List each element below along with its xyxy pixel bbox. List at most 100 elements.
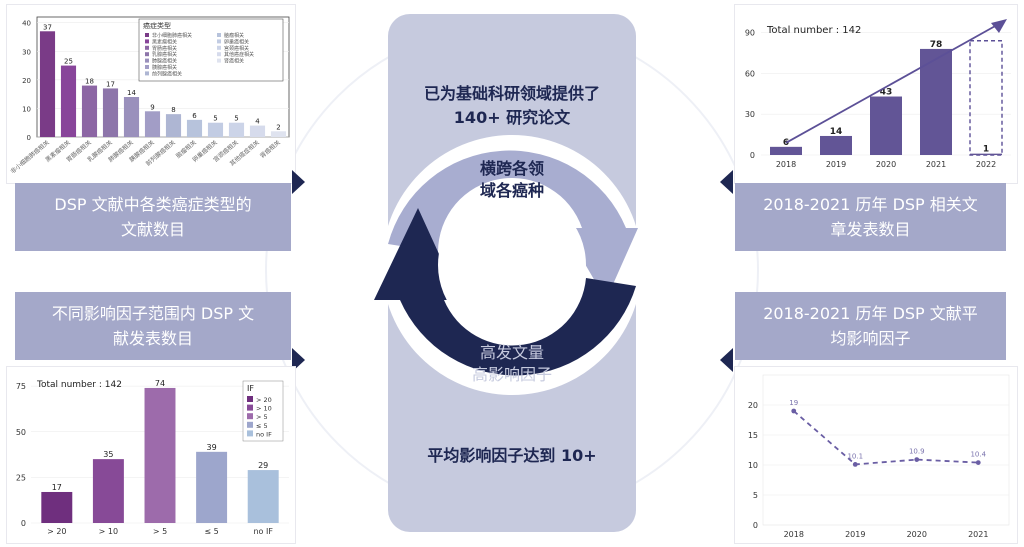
caption-bottom-left: 不同影响因子范围内 DSP 文 献发表数目 (15, 292, 291, 360)
cycle-arrow-upper (388, 150, 638, 300)
series-line (793, 410, 979, 466)
x-tick-label: 2018 (776, 160, 796, 169)
legend-label: 非小细胞肺癌相关 (152, 32, 192, 39)
legend-swatch (145, 45, 149, 50)
x-tick-label: 2019 (845, 530, 865, 539)
bar-value-label: 78 (930, 40, 943, 50)
bar-value-label: 9 (150, 103, 154, 111)
center-bottom-text: 平均影响因子达到 10+ (427, 446, 597, 465)
bar-value-label: 5 (213, 115, 217, 123)
bar-value-label: 4 (255, 118, 260, 126)
x-tick-label: no IF (253, 527, 273, 536)
y-tick-label: 5 (753, 491, 758, 500)
x-tick-label: 2022 (976, 160, 996, 169)
bar-value-label: 8 (171, 106, 175, 114)
bar-value-label: 39 (207, 443, 217, 452)
bar (92, 459, 124, 523)
data-point (791, 408, 797, 414)
bar (249, 125, 266, 137)
legend-label: > 20 (256, 396, 272, 404)
bar-value-label: 6 (192, 112, 197, 120)
data-label: 10.4 (970, 451, 986, 459)
legend-label: ≤ 5 (256, 422, 268, 430)
bar (39, 31, 56, 138)
y-tick-label: 25 (16, 473, 26, 482)
legend-label: > 10 (256, 405, 272, 413)
bar (247, 470, 279, 523)
data-label: 10.9 (909, 448, 925, 456)
legend-swatch (247, 430, 253, 437)
legend-swatch (145, 58, 149, 63)
cycle-arrow-lower (374, 208, 636, 376)
bar (60, 65, 77, 137)
legend-label: 肺腺癌相关 (152, 58, 177, 65)
trend-arrow-line (785, 24, 998, 144)
y-tick-label: 10 (748, 461, 758, 470)
legend-swatch (145, 71, 149, 76)
legend-title: 癌症类型 (143, 21, 171, 30)
y-tick-label: 30 (22, 48, 31, 56)
y-tick-label: 40 (22, 20, 31, 28)
bar (228, 122, 245, 137)
legend-swatch (145, 33, 149, 37)
y-tick-label: 60 (745, 69, 755, 78)
plot-frame (762, 374, 1010, 526)
x-tick-label: 2021 (926, 160, 946, 169)
legend-swatch (217, 39, 221, 44)
legend-label: 前列腺癌相关 (152, 70, 182, 77)
caption-pointer-top-left (292, 170, 305, 194)
legend-label: 卵巢癌相关 (224, 38, 249, 45)
bar-value-label: 43 (880, 88, 893, 98)
legend-label: 乳腺癌相关 (152, 51, 177, 58)
x-tick-label: 2020 (876, 160, 896, 169)
bar (123, 97, 140, 137)
legend-label: 黑素瘤相关 (152, 38, 177, 45)
y-tick-label: 0 (21, 519, 26, 528)
bar (770, 146, 802, 155)
legend-swatch (145, 39, 149, 44)
legend-swatch (217, 45, 221, 50)
bar-value-label: 5 (234, 115, 238, 123)
legend-label: 胰腺癌相关 (152, 64, 177, 71)
bar-value-label: 25 (64, 58, 73, 66)
legend-label: 宫颈癌相关 (224, 45, 249, 52)
legend-label: 其他癌症相关 (224, 51, 254, 58)
caption-top-left: DSP 文献中各类癌症类型的 文献数目 (15, 183, 291, 251)
legend-swatch (247, 404, 253, 411)
trend-arrow-head (991, 19, 1007, 33)
bar (41, 491, 73, 523)
bar (81, 85, 98, 137)
bar-value-label: 1 (983, 145, 989, 155)
legend-box (138, 18, 284, 82)
bar (270, 131, 287, 137)
bar (207, 122, 224, 137)
y-tick-label: 30 (745, 110, 755, 119)
data-point (975, 460, 981, 465)
legend-swatch (145, 52, 149, 57)
bar-value-label: 14 (127, 89, 136, 97)
data-label: 10.1 (847, 452, 863, 460)
caption-bottom-right: 2018-2021 历年 DSP 文献平 均影响因子 (735, 292, 1006, 360)
x-tick-label: 2021 (968, 530, 988, 539)
data-point (852, 462, 858, 467)
y-tick-label: 20 (748, 401, 758, 410)
center-top-text: 已为基础科研领域提供了 140+ 研究论文 (423, 84, 600, 127)
bar (820, 135, 852, 155)
x-tick-label: > 5 (153, 527, 167, 536)
y-tick-label: 0 (750, 151, 755, 160)
x-tick-label: > 10 (99, 527, 118, 536)
x-tick-label: 2018 (784, 530, 804, 539)
x-tick-label: 2019 (826, 160, 846, 169)
x-tick-label: ≤ 5 (204, 527, 218, 536)
legend-label: 胃肠癌相关 (152, 45, 177, 52)
y-tick-label: 0 (27, 134, 31, 142)
data-point (914, 457, 920, 462)
bar (970, 153, 1002, 155)
